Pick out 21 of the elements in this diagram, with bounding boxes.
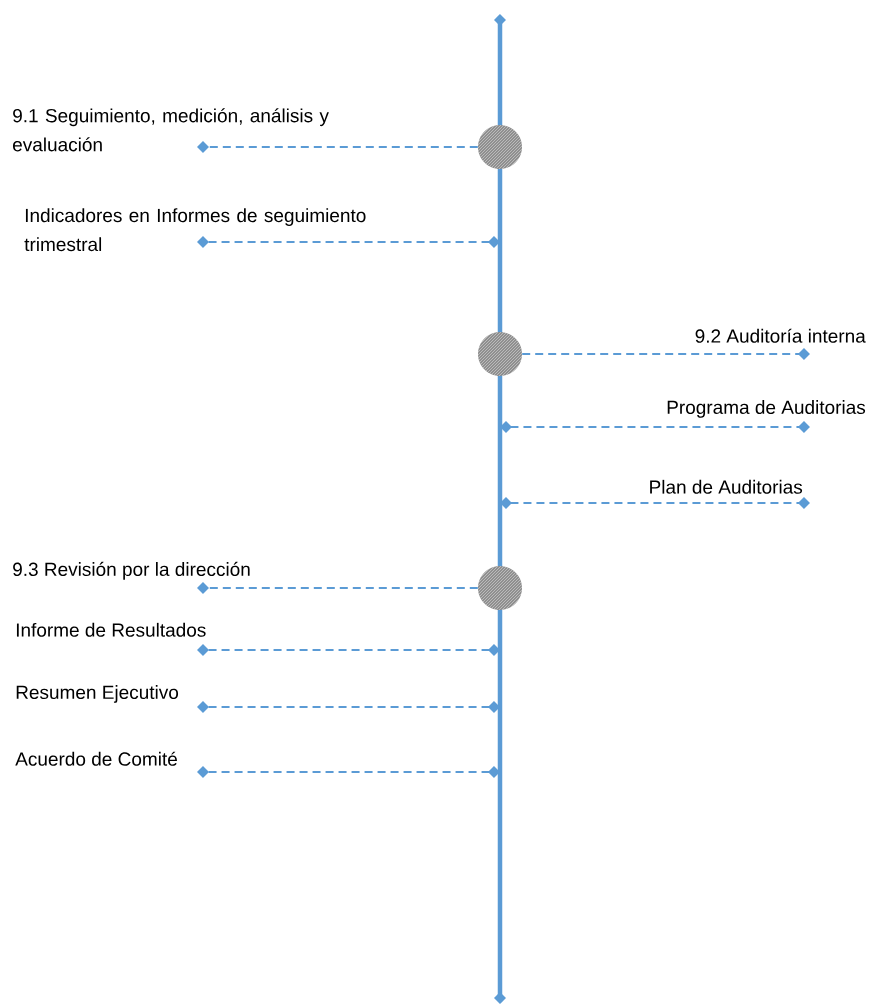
- text-label: 9.1 Seguimiento, medición, análisis y evaluación: [13, 108, 329, 152]
- text-label: 9.2 Auditoría interna: [695, 328, 866, 343]
- leader-line: [500, 421, 810, 433]
- hatched-circle: [478, 566, 522, 610]
- text-label: Programa de Auditorias: [667, 400, 866, 418]
- text-label: Plan de Auditorias: [650, 479, 803, 494]
- leader-line: [500, 497, 810, 509]
- hatched-circle: [478, 332, 522, 376]
- leader-line: [197, 644, 500, 656]
- text-label: Resumen Ejecutivo: [16, 685, 179, 703]
- leader-line: [522, 348, 810, 360]
- leader-line: [197, 701, 500, 713]
- leader-line: [197, 236, 500, 248]
- text-label: Informe de Resultados: [16, 622, 206, 637]
- text-label: Acuerdo de Comité: [15, 751, 177, 766]
- text-label: 9.3 Revisión por la dirección: [13, 561, 250, 580]
- text-label: Indicadores en Informes de seguimiento trimestral: [24, 208, 366, 252]
- hatched-circle: [478, 125, 522, 169]
- leader-line: [197, 766, 500, 778]
- leader-line: [197, 582, 478, 594]
- leader-line: [197, 141, 478, 153]
